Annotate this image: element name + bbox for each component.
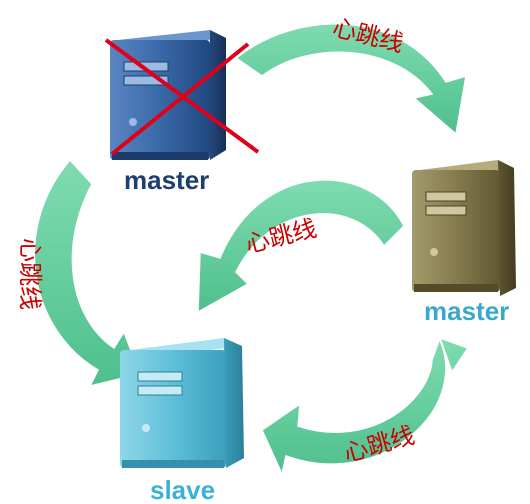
slave-server-icon (120, 338, 244, 468)
failed-cross-icon (104, 38, 260, 156)
heartbeat-arrow-bottom (261, 336, 470, 477)
master-failed-label: master (124, 165, 209, 195)
heartbeat-arrow-left (33, 158, 142, 388)
slave-label: slave (150, 475, 215, 504)
master-new-label: master (424, 296, 509, 326)
master-new-server-icon (412, 160, 516, 296)
heartbeat-arrow-top (234, 23, 467, 136)
arrow-label-left: 心跳线 (16, 238, 44, 310)
heartbeat-arrow-inner (197, 179, 405, 314)
